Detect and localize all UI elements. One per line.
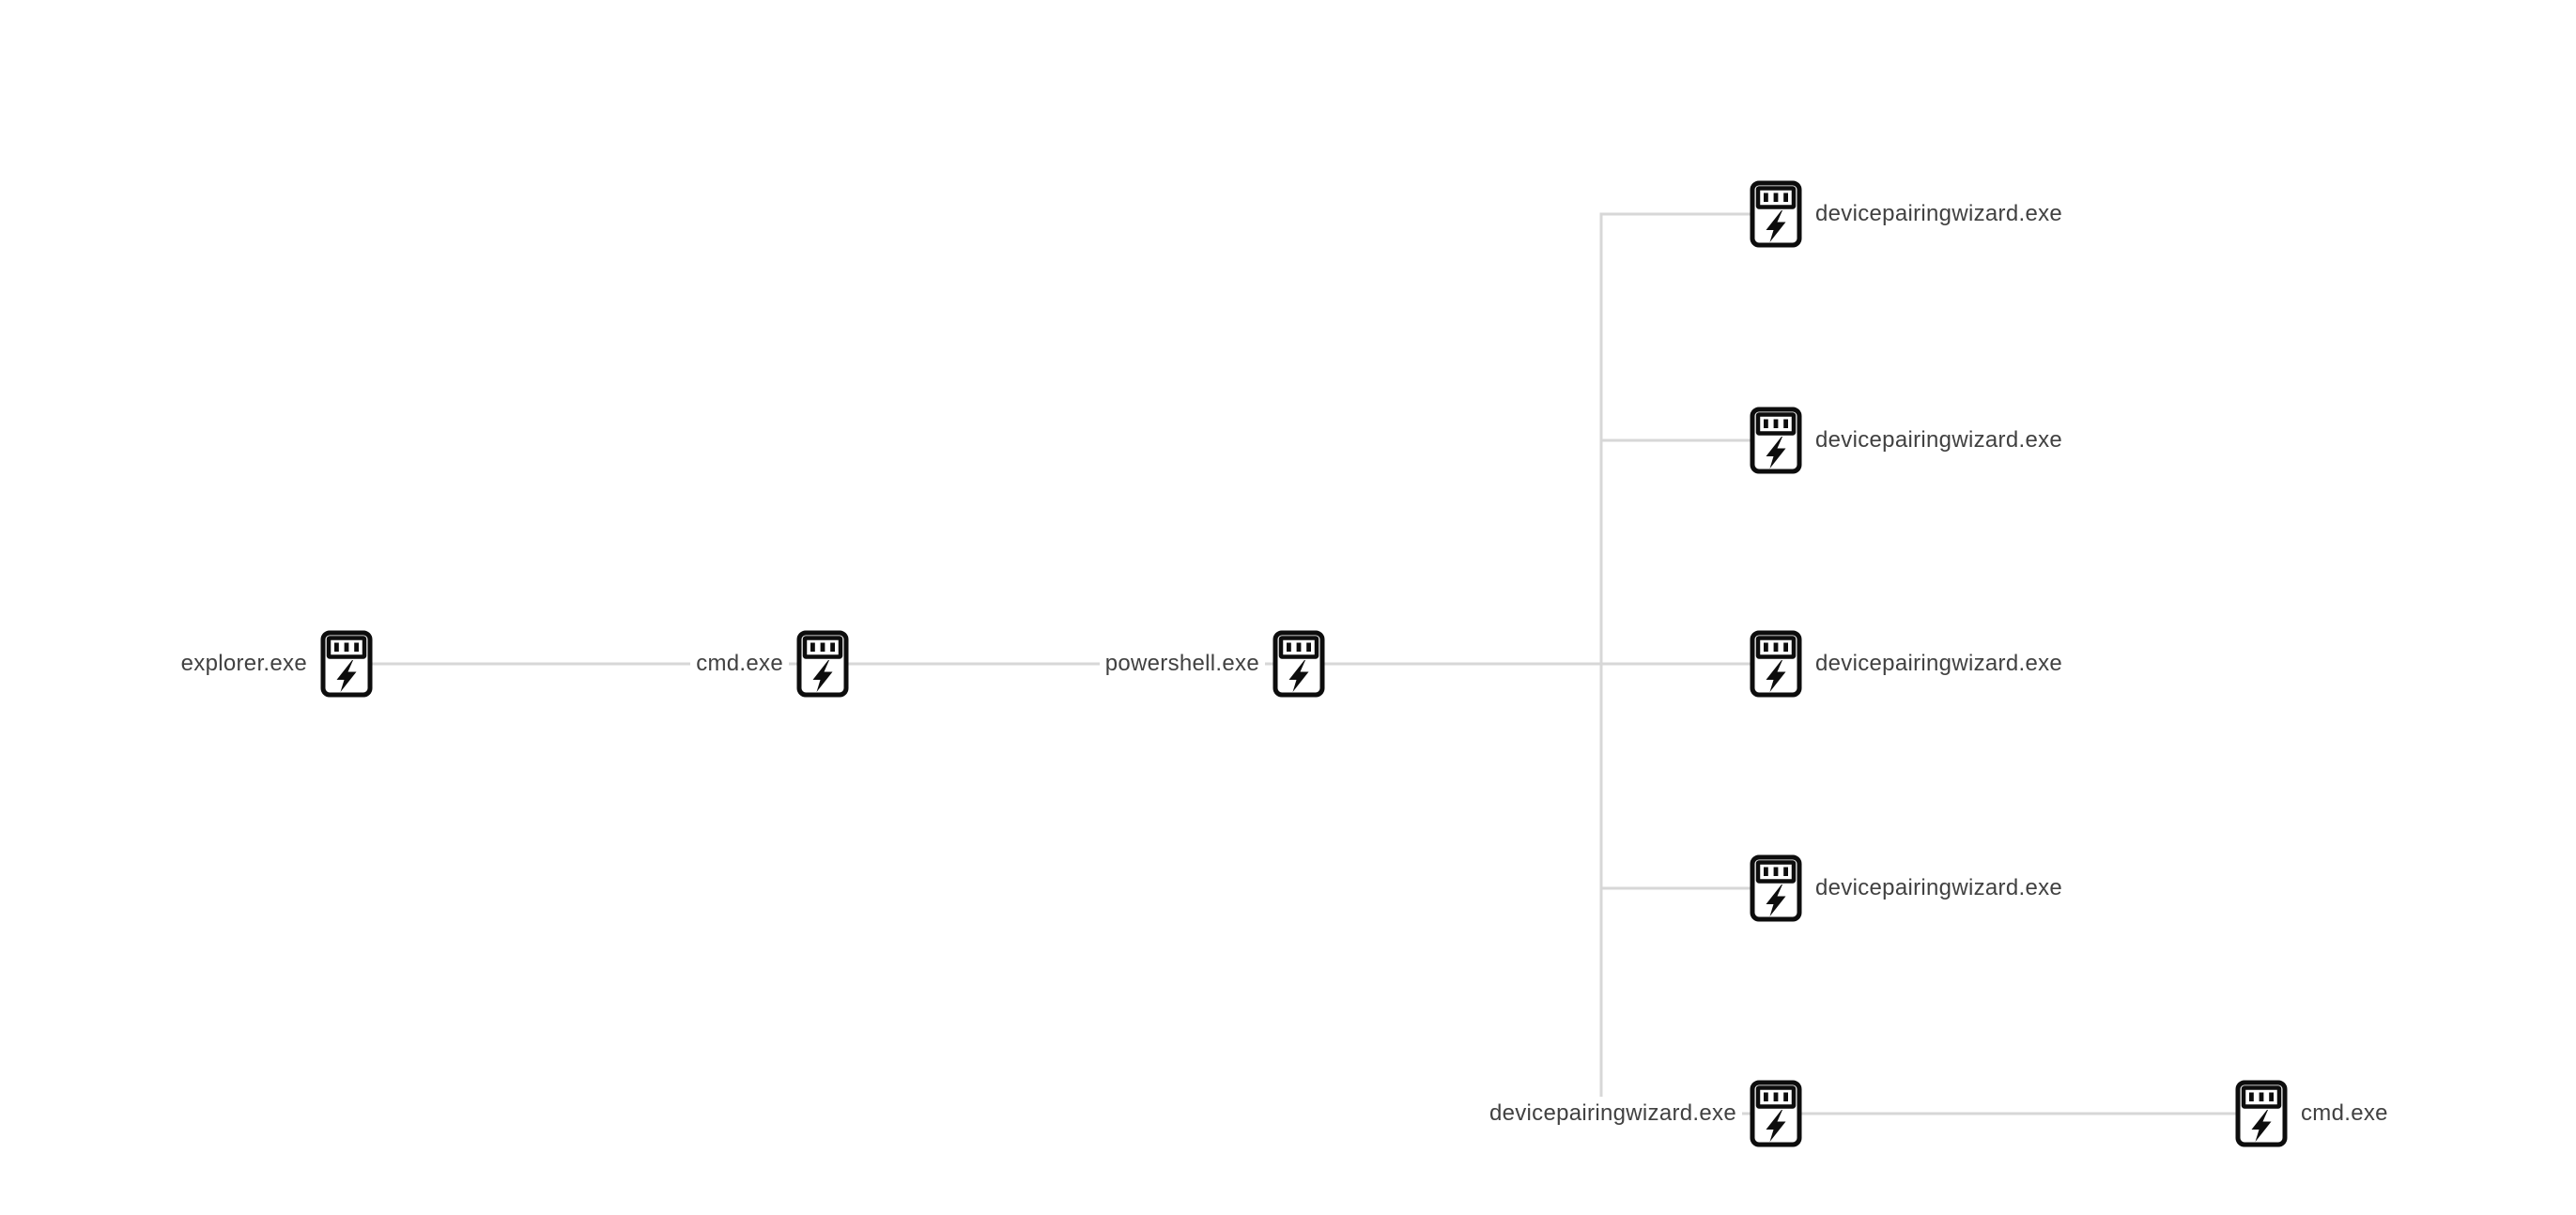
process-icon (1750, 1080, 1802, 1147)
process-icon (1750, 180, 1802, 248)
process-icon (796, 630, 849, 698)
process-label: cmd.exe (690, 647, 789, 681)
process-label: cmd.exe (2295, 1097, 2394, 1130)
process-icon (1750, 407, 1802, 474)
process-icon (320, 630, 373, 698)
process-label: explorer.exe (175, 647, 313, 681)
process-icon (1750, 854, 1802, 922)
edge-powershell-dpw1 (1599, 212, 1776, 664)
process-icon (2235, 1080, 2288, 1147)
process-icon (1750, 630, 1802, 698)
process-label: powershell.exe (1099, 647, 1265, 681)
process-label: devicepairingwizard.exe (1810, 647, 2069, 681)
process-label: devicepairingwizard.exe (1483, 1097, 1742, 1130)
process-icon (1273, 630, 1325, 698)
process-label: devicepairingwizard.exe (1810, 871, 2069, 905)
process-label: devicepairingwizard.exe (1810, 197, 2069, 231)
process-label: devicepairingwizard.exe (1810, 423, 2069, 457)
